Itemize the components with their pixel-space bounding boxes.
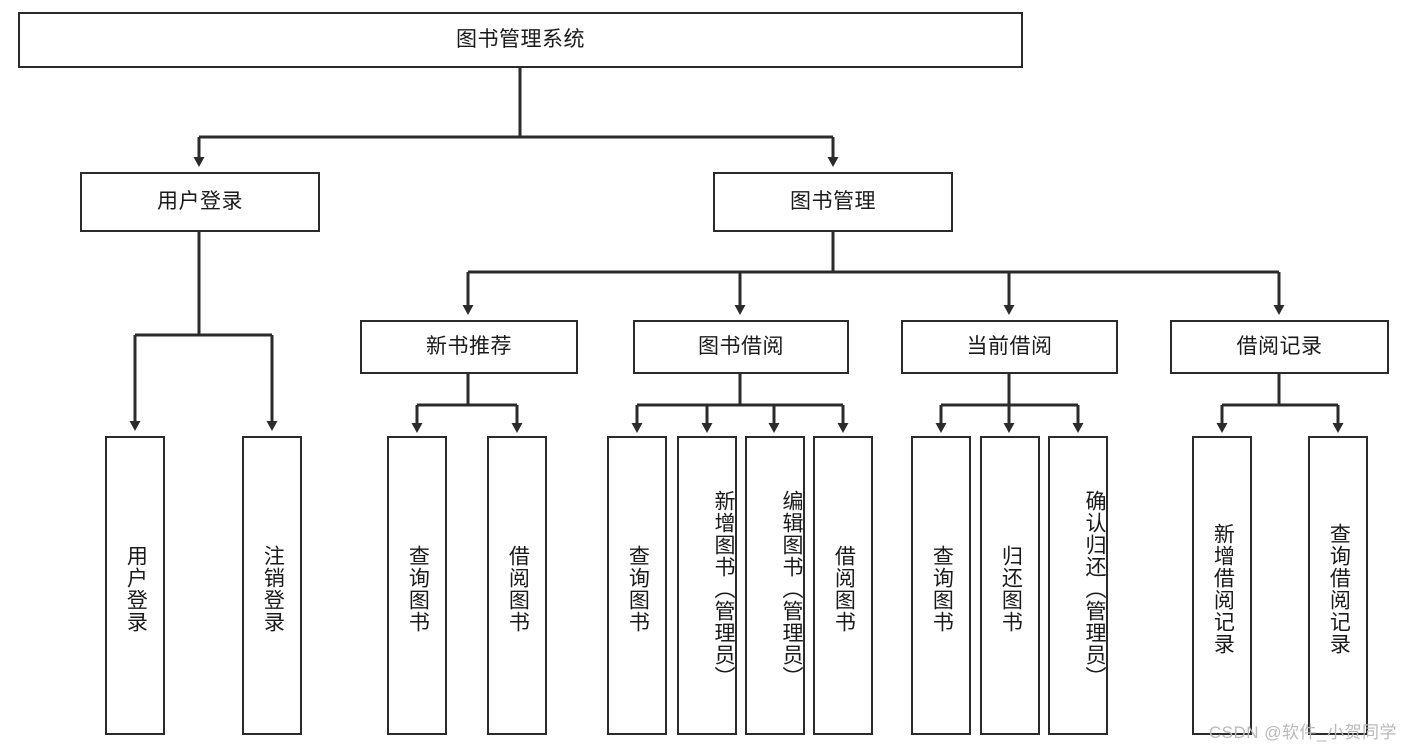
leaf-borrow-record-add-record[interactable]: 新增借阅记录 xyxy=(1192,436,1252,735)
leaf-user-login-logout[interactable]: 注销登录 xyxy=(242,436,302,735)
leaf-book-borrow-edit-book-admin[interactable]: 编辑图书（管理员） xyxy=(745,436,805,735)
node-label: 编辑图书（管理员） xyxy=(780,489,803,688)
node-label: 借阅记录 xyxy=(1236,335,1323,359)
leaf-user-login-login[interactable]: 用户登录 xyxy=(105,436,165,735)
node-label: 查询图书 xyxy=(626,544,650,633)
leaf-current-borrow-query-books[interactable]: 查询图书 xyxy=(911,436,971,735)
node-label: 查询借阅记录 xyxy=(1327,522,1351,655)
node-borrow-record[interactable]: 借阅记录 xyxy=(1170,320,1389,374)
node-label: 新书推荐 xyxy=(426,335,512,359)
node-label: 借阅图书 xyxy=(506,544,530,633)
leaf-borrow-record-query-record[interactable]: 查询借阅记录 xyxy=(1308,436,1368,735)
node-label: 确认归还（管理员） xyxy=(1083,489,1106,688)
node-label: 图书管理 xyxy=(790,190,876,214)
node-user-login[interactable]: 用户登录 xyxy=(80,172,320,232)
node-label: 当前借阅 xyxy=(966,335,1053,359)
node-label: 新增借阅记录 xyxy=(1211,522,1235,655)
node-label: 归还图书 xyxy=(999,544,1023,633)
node-book-management[interactable]: 图书管理 xyxy=(713,172,953,232)
node-label: 注销登录 xyxy=(261,544,285,633)
node-current-borrow[interactable]: 当前借阅 xyxy=(901,320,1118,374)
leaf-current-borrow-return-books[interactable]: 归还图书 xyxy=(980,436,1040,735)
leaf-new-book-query-books[interactable]: 查询图书 xyxy=(387,436,447,735)
leaf-book-borrow-query-books[interactable]: 查询图书 xyxy=(607,436,667,735)
node-label: 用户登录 xyxy=(124,544,148,633)
node-label: 查询图书 xyxy=(930,544,954,633)
leaf-book-borrow-borrow-books[interactable]: 借阅图书 xyxy=(813,436,873,735)
node-book-borrow[interactable]: 图书借阅 xyxy=(633,320,849,374)
node-label: 用户登录 xyxy=(157,190,243,214)
csdn-watermark: CSDN @软件_小贺同学 xyxy=(1208,723,1397,742)
node-label: 图书管理系统 xyxy=(456,28,585,52)
node-root-library-system[interactable]: 图书管理系统 xyxy=(18,12,1023,68)
leaf-book-borrow-add-book-admin[interactable]: 新增图书（管理员） xyxy=(677,436,737,735)
node-new-book-recommend[interactable]: 新书推荐 xyxy=(360,320,578,374)
node-label: 借阅图书 xyxy=(832,544,856,633)
node-label: 查询图书 xyxy=(406,544,430,633)
node-label: 图书借阅 xyxy=(698,335,784,359)
leaf-new-book-borrow-books[interactable]: 借阅图书 xyxy=(487,436,547,735)
leaf-current-borrow-confirm-return-admin[interactable]: 确认归还（管理员） xyxy=(1048,436,1108,735)
node-label: 新增图书（管理员） xyxy=(712,489,735,688)
